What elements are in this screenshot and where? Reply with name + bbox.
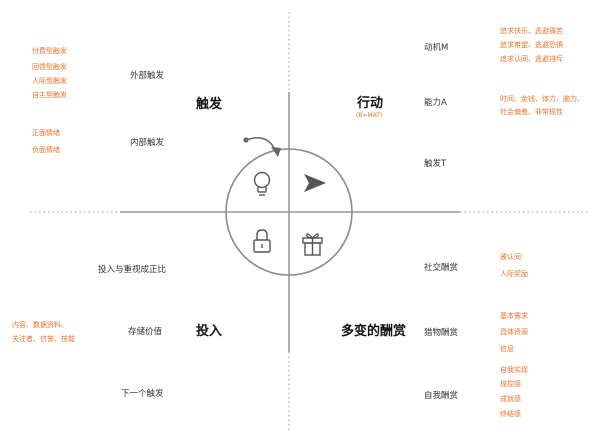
motivation-item-pleasure: 追求快乐、逃避痛苦 — [500, 27, 563, 35]
lightbulb-icon — [253, 171, 271, 196]
action-formula: (B=MAT) — [356, 112, 383, 119]
hunt-item-resources: 具体资源 — [500, 328, 528, 336]
external-trigger-type-paid: 付费型触发 — [32, 47, 67, 55]
external-trigger-type-feedback: 回馈型触发 — [32, 63, 67, 71]
external-trigger-type-social: 人际型触发 — [32, 77, 67, 85]
trigger-title: 触发 — [196, 97, 223, 112]
self-item-achievement: 成就感 — [500, 395, 521, 403]
action-trigger-label: 触发T — [424, 159, 447, 169]
store-value-label: 存储价值 — [128, 327, 163, 337]
store-item-followers: 关注者、信誉、技能 — [12, 335, 75, 343]
action-title: 行动 — [357, 96, 384, 111]
cycle-arrow — [245, 137, 277, 153]
social-item-interpersonal: 人际奖励 — [500, 270, 528, 278]
reward-title: 多变的酬赏 — [341, 324, 407, 339]
self-item-actualization: 自我实现 — [500, 366, 528, 374]
social-item-recognition: 被认同 — [500, 253, 521, 261]
emotion-positive: 正面情绪 — [32, 129, 60, 137]
ability-label: 能力A — [424, 98, 447, 108]
investment-title: 投入 — [196, 324, 223, 339]
next-trigger-label: 下一个触发 — [121, 389, 164, 399]
hunt-reward-label: 猎物酬赏 — [424, 328, 459, 338]
self-item-closure: 终结感 — [500, 410, 521, 418]
ability-item-social: 社会偏差、非常规性 — [500, 108, 563, 116]
motivation-item-hope: 追求希望、逃避恐惧 — [500, 41, 563, 49]
motivation-label: 动机M — [424, 43, 449, 53]
cycle-arrowhead — [271, 147, 281, 157]
social-reward-label: 社交酬赏 — [424, 263, 459, 273]
ability-item-resources: 时间、金钱、体力、脑力、 — [500, 95, 584, 103]
self-reward-label: 自我酬赏 — [424, 391, 459, 401]
cycle-arrow-start-dot — [243, 137, 249, 143]
emotion-negative: 负面情绪 — [32, 146, 60, 154]
gift-icon — [302, 233, 323, 256]
paper-plane-icon — [304, 174, 326, 192]
internal-trigger-label: 内部触发 — [130, 138, 165, 148]
store-item-content: 内容、数据资料、 — [12, 321, 68, 329]
external-trigger-type-self: 自主型触发 — [32, 91, 67, 99]
investment-ratio-label: 投入与重视成正比 — [98, 265, 167, 275]
self-item-control: 操控感 — [500, 380, 521, 388]
hunt-item-basic: 基本需求 — [500, 312, 528, 320]
motivation-item-acceptance: 追求认同、逃避排斥 — [500, 55, 563, 63]
lock-icon — [253, 229, 271, 253]
cycle-circle — [225, 148, 353, 276]
external-trigger-label: 外部触发 — [130, 71, 165, 81]
hunt-item-information: 信息 — [500, 345, 514, 353]
